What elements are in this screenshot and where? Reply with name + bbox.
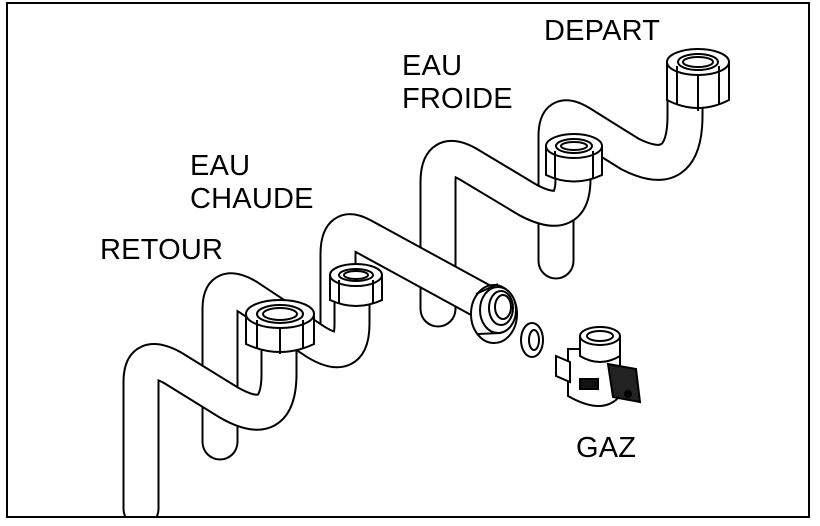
nut-gaz: [470, 283, 518, 344]
pipe-retour: [122, 325, 298, 516]
gas-valve: [555, 326, 642, 407]
diagram-frame: DEPART EAU FROIDE EAU CHAUDE RETOUR GAZ: [6, 2, 810, 518]
label-eau-chaude: EAU CHAUDE: [190, 150, 314, 215]
washer-gaz: [520, 322, 544, 358]
nut-eau-chaude: [329, 263, 383, 307]
nut-retour: [245, 299, 315, 354]
pipe-assembly-drawing: [122, 48, 730, 516]
nut-eau-froide: [545, 133, 603, 183]
nut-depart: [666, 48, 730, 111]
label-eau-froide: EAU FROIDE: [402, 50, 513, 115]
pipe-gaz: [319, 213, 512, 356]
pipe-eau-chaude: [201, 272, 371, 461]
label-gaz: GAZ: [576, 432, 637, 464]
pipe-eau-froide: [419, 140, 592, 328]
label-retour: RETOUR: [100, 234, 224, 266]
pipe-depart: [537, 75, 704, 280]
label-depart: DEPART: [544, 15, 661, 47]
